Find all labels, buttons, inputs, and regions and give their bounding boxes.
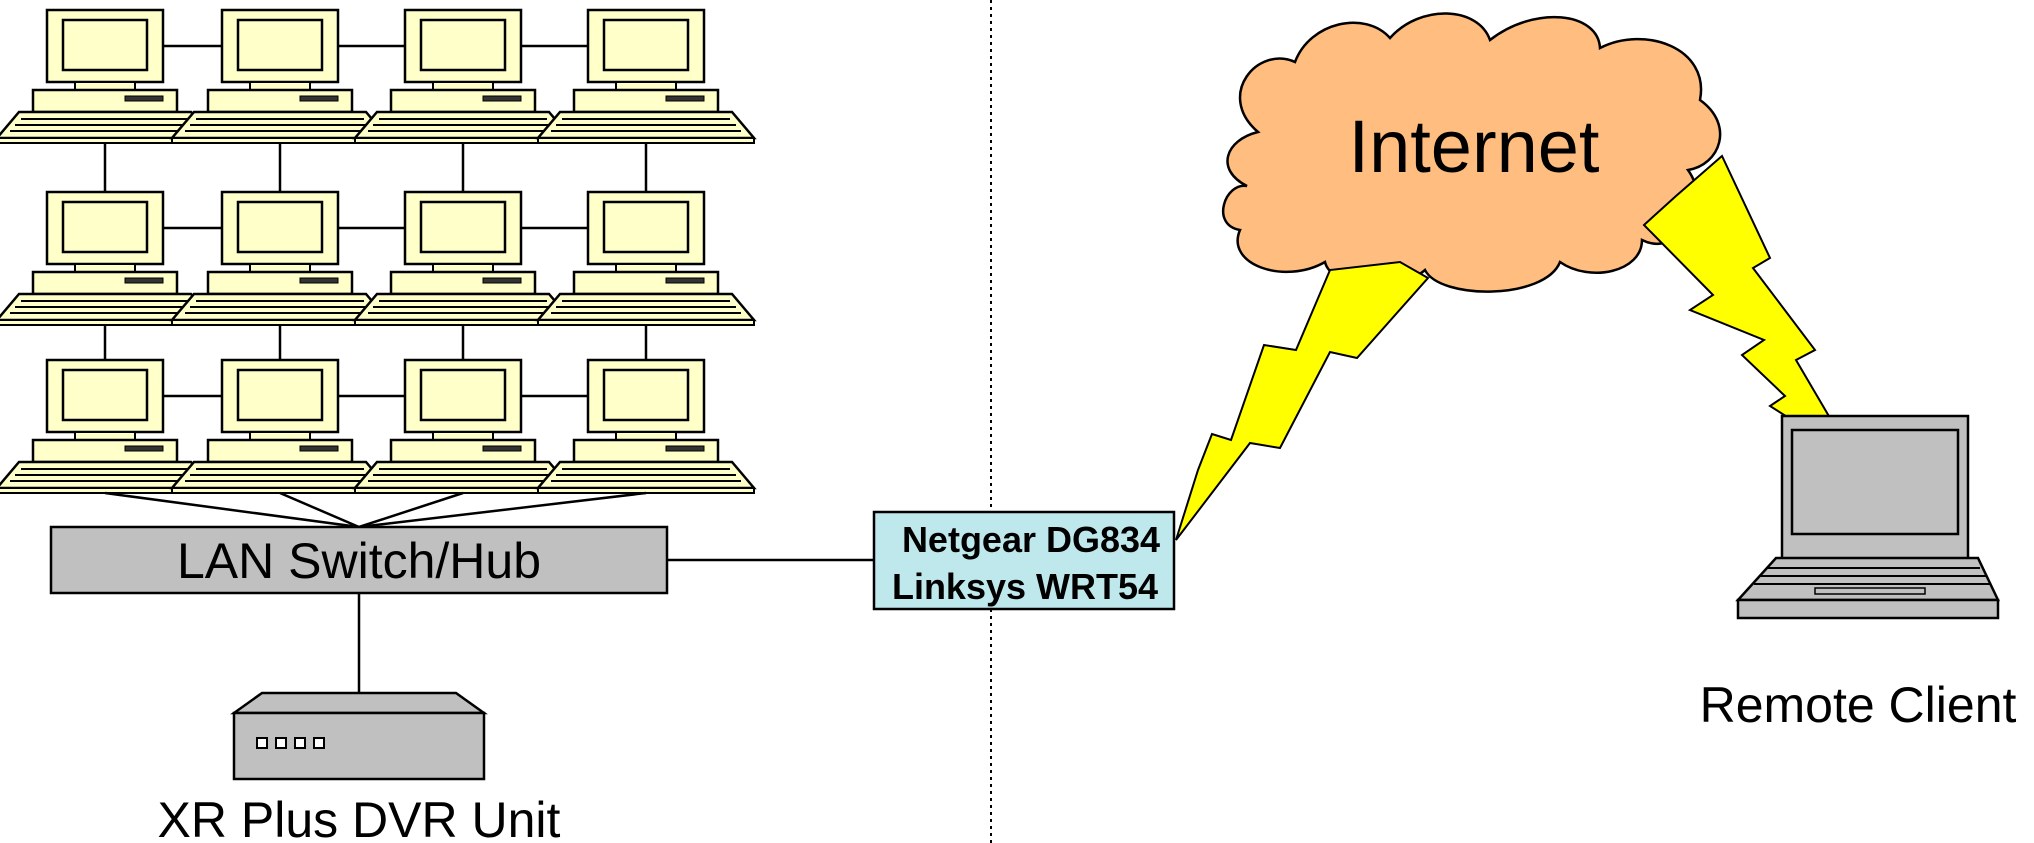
router-label-line1: Netgear DG834 xyxy=(902,519,1160,560)
workstation-icon xyxy=(353,358,573,495)
workstation-icon xyxy=(536,8,756,145)
workstation-icon xyxy=(0,190,215,327)
workstation-grid xyxy=(0,8,756,495)
lan-switch-label: LAN Switch/Hub xyxy=(177,533,541,589)
dvr-label: XR Plus DVR Unit xyxy=(158,792,561,843)
workstation-links xyxy=(103,44,648,398)
internet-cloud-icon: Internet xyxy=(1221,12,1722,293)
lan-switch-icon: LAN Switch/Hub xyxy=(49,525,669,595)
laptop-icon xyxy=(1735,414,2000,620)
workstation-icon xyxy=(170,358,390,495)
router-icon: Netgear DG834 Linksys WRT54 xyxy=(872,510,1176,611)
workstation-icon xyxy=(170,8,390,145)
router-label-line2: Linksys WRT54 xyxy=(892,566,1158,607)
remote-client-label: Remote Client xyxy=(1700,677,2017,733)
workstation-icon xyxy=(0,358,215,495)
switch-uplinks xyxy=(104,491,647,529)
workstation-icon xyxy=(536,190,756,327)
dvr-unit-icon xyxy=(230,691,488,781)
workstation-icon xyxy=(0,8,215,145)
workstation-icon xyxy=(353,8,573,145)
workstation-icon xyxy=(353,190,573,327)
lightning-bolt-router-icon xyxy=(1175,260,1430,541)
internet-label: Internet xyxy=(1349,105,1600,188)
workstation-icon xyxy=(170,190,390,327)
workstation-icon xyxy=(536,358,756,495)
